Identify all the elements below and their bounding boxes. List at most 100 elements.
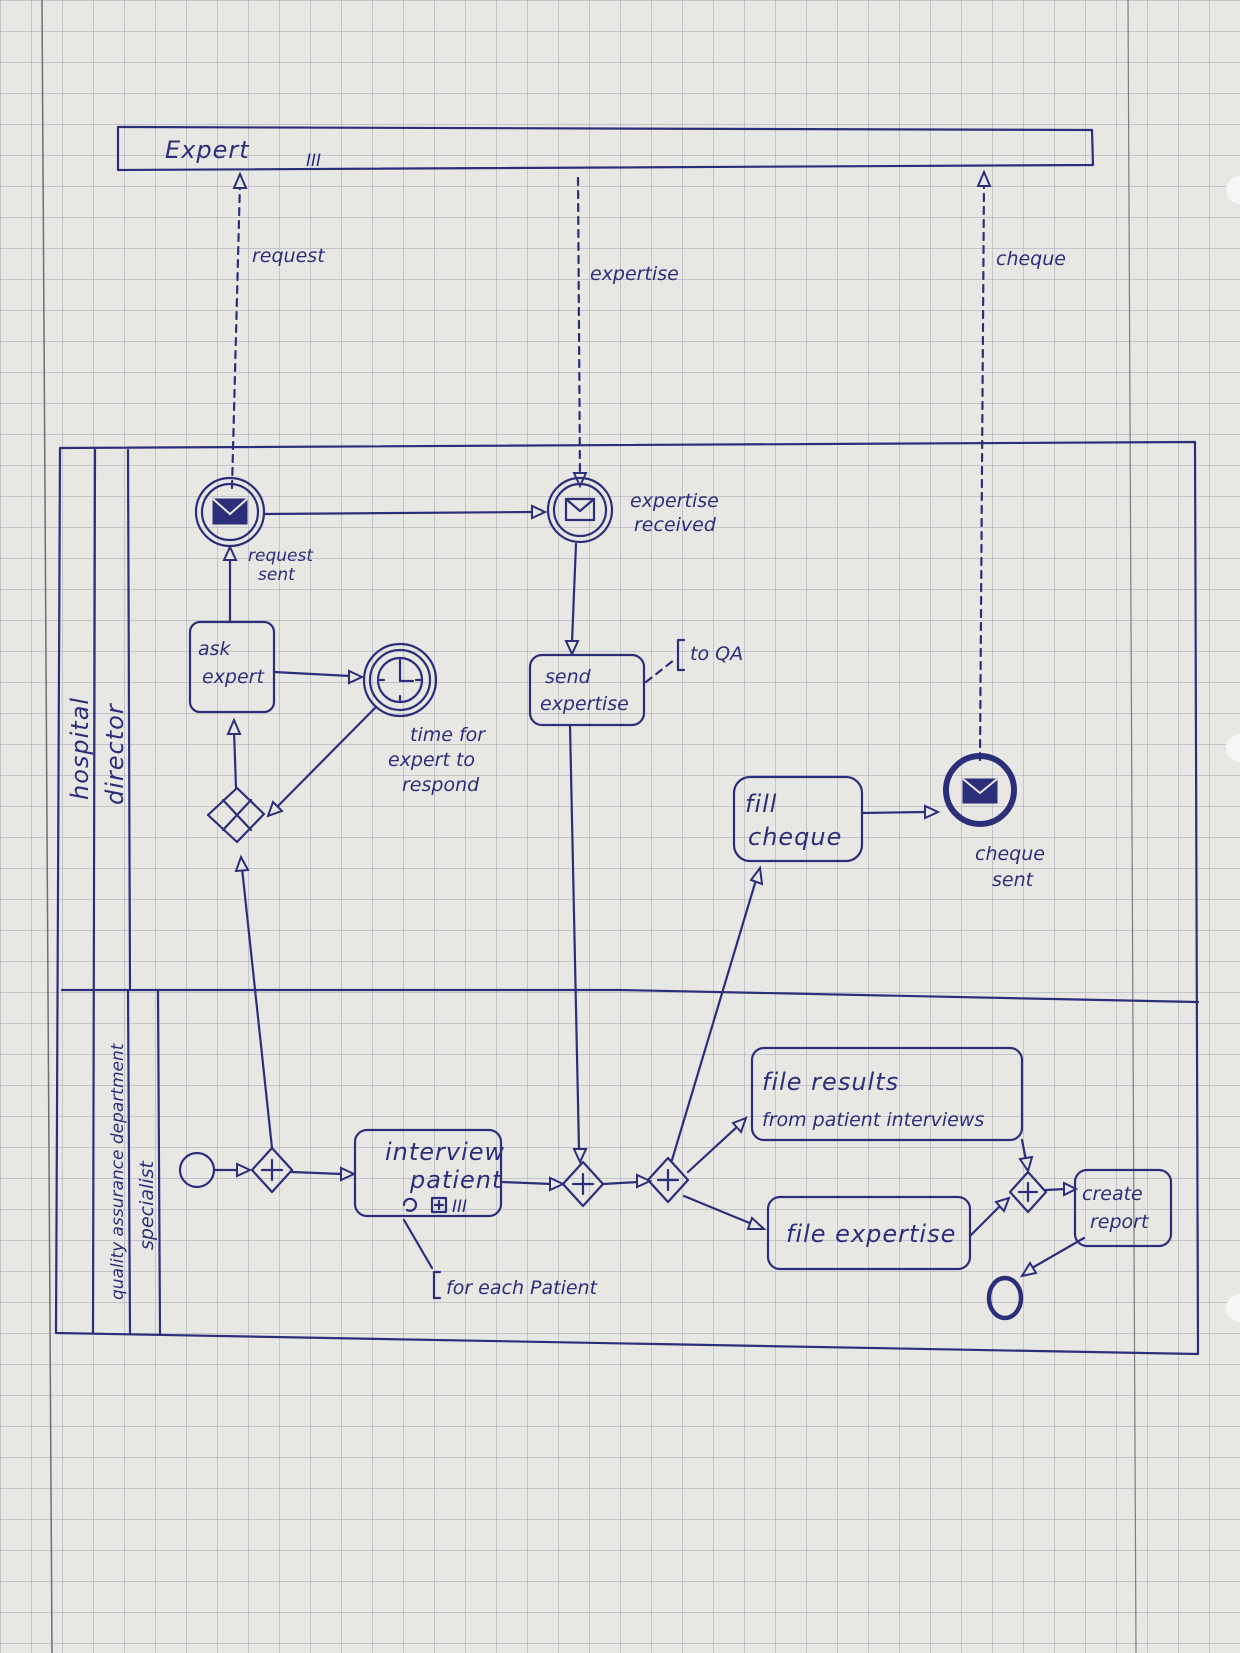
request-sent-event: request sent <box>194 476 314 585</box>
multi-instance-icon: III <box>452 1197 467 1217</box>
sequence-flow <box>670 878 758 1162</box>
page-margin-line <box>41 0 53 1653</box>
ask-expert-label-line1: ask <box>198 638 232 660</box>
timer-label-line3: respond <box>402 774 480 796</box>
arrowhead <box>564 640 580 657</box>
end-event <box>986 1275 1024 1321</box>
expertise-received-label-line1: expertise <box>630 490 719 512</box>
loop-icon <box>402 1197 418 1212</box>
specialist-lane-divider <box>156 988 162 1335</box>
expertise-received-label-line2: received <box>634 514 717 536</box>
arrowhead <box>531 504 548 520</box>
request-message-flow <box>230 180 242 490</box>
sequence-flow <box>968 1204 1002 1238</box>
file-expertise-task: file expertise <box>766 1195 972 1271</box>
file-results-label-line2: from patient interviews <box>762 1109 984 1131</box>
binder-hole <box>1226 176 1240 204</box>
timer-label-line2: expert to <box>388 749 475 771</box>
arrowhead <box>636 1173 653 1189</box>
cheque-message-flow <box>978 178 986 762</box>
request-sent-label-line1: request <box>248 546 314 566</box>
sequence-flow <box>686 1124 740 1174</box>
arrowhead <box>1063 1181 1079 1197</box>
arrowhead <box>746 1216 767 1230</box>
binder-hole <box>1226 734 1240 762</box>
arrowhead <box>1019 1261 1038 1278</box>
cheque-sent-label-line2: sent <box>992 869 1035 891</box>
lane-separator <box>60 988 1200 1004</box>
subprocess-plus-icon <box>430 1196 448 1214</box>
specialist-lane-label: specialist <box>136 1160 158 1250</box>
hospital-pool-label: hospital <box>66 697 94 800</box>
page-right-line <box>1127 0 1137 1653</box>
arrowhead <box>572 472 588 489</box>
envelope-icon <box>564 497 596 522</box>
arrowhead <box>222 544 238 561</box>
arrowhead <box>226 717 242 735</box>
hospital-pool-box <box>54 440 1200 1356</box>
arrowhead <box>731 1116 748 1134</box>
interview-patient-label-line1: interview <box>385 1138 505 1166</box>
sequence-flow <box>570 542 578 644</box>
send-expertise-label-line1: send <box>545 666 592 688</box>
arrowhead <box>924 804 941 820</box>
to-qa-annotation-text: to QA <box>690 643 743 665</box>
clock-icon <box>376 656 424 704</box>
hospital-pool-label-divider <box>91 448 97 1334</box>
arrowhead <box>549 1176 566 1192</box>
create-report-label-line2: report <box>1090 1211 1150 1233</box>
send-expertise-label-line2: expertise <box>540 693 629 715</box>
file-expertise-label: file expertise <box>786 1220 956 1248</box>
qa-lane-divider <box>126 988 132 1335</box>
sequence-flow <box>568 723 581 1152</box>
arrowhead <box>749 865 764 886</box>
envelope-icon <box>212 498 248 525</box>
envelope-icon <box>962 778 998 804</box>
parallel-gateway-split-2 <box>646 1156 690 1204</box>
parallel-gateway-join-2 <box>1008 1170 1048 1214</box>
timer-event: time for expert to respond <box>362 642 486 796</box>
arrowhead <box>1018 1155 1034 1174</box>
sequence-flow <box>290 1170 344 1176</box>
hospital-pool: hospital director quality assurance depa… <box>54 440 1200 1356</box>
binder-hole <box>1226 1294 1240 1322</box>
arrowhead <box>232 171 248 189</box>
parallel-gateway-join <box>561 1160 605 1208</box>
arrowhead <box>266 800 284 818</box>
message-flows: request expertise cheque <box>230 169 1066 762</box>
parallel-gateway-split <box>250 1146 294 1194</box>
file-results-label-line1: file results <box>762 1068 899 1096</box>
arrowhead <box>572 1148 588 1165</box>
sequence-flow <box>1030 1236 1086 1270</box>
cheque-sent-label-line1: cheque <box>975 843 1045 865</box>
plus-icon <box>656 1168 680 1192</box>
sequence-flow <box>499 1180 554 1186</box>
request-sent-label-line2: sent <box>258 565 296 585</box>
expert-pool-label: Expert <box>165 136 250 164</box>
expertise-flow-label: expertise <box>590 263 679 285</box>
sequence-flow <box>272 670 352 678</box>
sequence-flow <box>1020 1138 1028 1162</box>
create-report-task: create report <box>1073 1168 1173 1248</box>
ask-expert-task: ask expert <box>188 620 276 714</box>
timer-label-line1: time for <box>410 724 486 746</box>
file-results-task: file results from patient interviews <box>750 1046 1024 1142</box>
request-flow-label: request <box>252 245 326 267</box>
arrowhead <box>348 669 365 685</box>
sequence-flow <box>232 728 238 790</box>
interview-patient-label-line2: patient <box>409 1166 503 1194</box>
plus-icon <box>571 1172 595 1196</box>
fill-cheque-label-line1: fill <box>745 790 777 818</box>
sequence-flow <box>601 1180 640 1186</box>
for-each-patient-annotation-text: for each Patient <box>446 1277 599 1299</box>
to-qa-annotation: to QA <box>644 638 743 684</box>
fill-cheque-label-line2: cheque <box>748 823 842 851</box>
interview-patient-subprocess: interview patient III <box>353 1128 505 1218</box>
arrowhead <box>340 1166 357 1182</box>
director-lane-label: director <box>101 702 129 805</box>
sequence-flow <box>1044 1187 1068 1192</box>
sequence-flow <box>860 810 927 815</box>
